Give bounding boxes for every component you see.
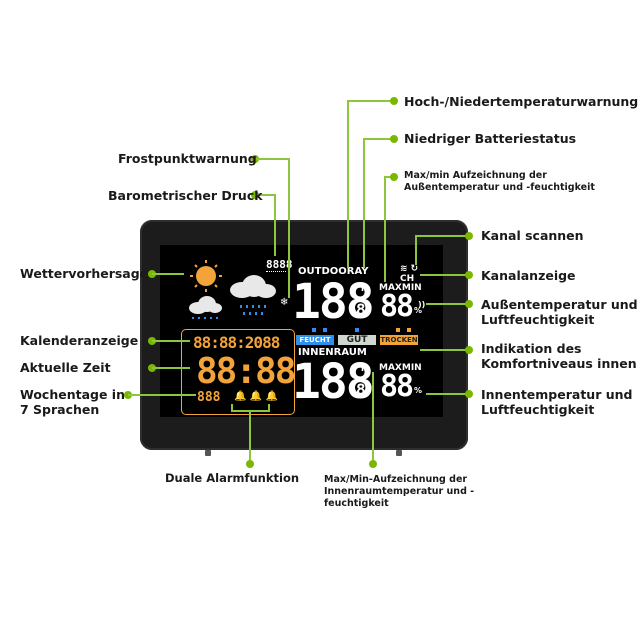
callout-line xyxy=(363,138,392,140)
callout-line xyxy=(268,404,270,412)
comfort-marker xyxy=(396,328,400,332)
comfort-marker xyxy=(355,328,359,332)
sun-icon xyxy=(190,260,222,292)
signal-icon: )) xyxy=(418,300,426,309)
callout-wetter: Wettervorhersage xyxy=(20,266,149,281)
callout-aussen-temp-1: Außentemperatur und xyxy=(481,297,638,312)
cloud-small-icon xyxy=(189,296,222,314)
outdoor-label: OUTDOORAY xyxy=(298,266,369,277)
indoor-hum-unit: % xyxy=(414,386,423,395)
callout-line xyxy=(347,100,392,102)
callout-hoch-nieder: Hoch-/Niedertemperaturwarnung xyxy=(404,94,639,109)
callout-dot xyxy=(246,460,254,468)
callout-line xyxy=(384,176,392,178)
channel-scan-icon: ≋ ↻ xyxy=(400,264,419,274)
callout-dot xyxy=(465,271,473,279)
cloud-icon xyxy=(230,275,276,298)
callout-zeit: Aktuelle Zeit xyxy=(20,360,111,375)
weekday-display: 888 xyxy=(197,390,221,405)
clock-frame xyxy=(181,329,295,415)
callout-kanalanzeige: Kanalanzeige xyxy=(481,268,576,283)
comfort-wet-badge: FEUCHT xyxy=(296,335,334,345)
callout-maxmin-innen-3: feuchtigkeit xyxy=(324,498,389,509)
callout-line xyxy=(249,410,251,462)
alarm-bell-icons: 🔔 🔔 🔔 xyxy=(234,391,279,402)
callout-line xyxy=(420,274,467,276)
rain-icon xyxy=(240,305,266,315)
callout-wochentage-1: Wochentage in xyxy=(20,387,125,402)
callout-line xyxy=(255,194,275,196)
callout-line xyxy=(255,158,289,160)
outdoor-maxmin-label: MAXMIN xyxy=(379,283,422,293)
callout-dot xyxy=(390,97,398,105)
outdoor-temp-decimal: 8 xyxy=(356,300,366,319)
outdoor-humidity: 88 xyxy=(380,289,414,324)
callout-batterie: Niedriger Batteriestatus xyxy=(404,131,577,146)
callout-line xyxy=(347,100,349,268)
indoor-humidity: 88 xyxy=(380,369,414,404)
callout-dot xyxy=(465,390,473,398)
outdoor-temp: 188 xyxy=(292,274,375,330)
indoor-temp-decimal: 8 xyxy=(356,380,366,399)
indoor-label: INNENRAUM xyxy=(298,347,367,358)
pressure-display: 8888 xyxy=(266,258,293,271)
callout-line xyxy=(288,158,290,298)
callout-dot xyxy=(465,300,473,308)
callout-maxmin-innen-1: Max/Min-Aufzeichnung der xyxy=(324,474,468,485)
comfort-marker xyxy=(323,328,327,332)
callout-komfort-1: Indikation des xyxy=(481,341,582,356)
comfort-dry-badge: TROCKEN xyxy=(380,335,418,345)
callout-line xyxy=(128,394,196,396)
channel-indicator: CH xyxy=(400,274,415,284)
callout-line xyxy=(231,404,233,412)
callout-line xyxy=(363,138,365,268)
frost-icon: ❄ xyxy=(280,297,289,308)
device-foot-left xyxy=(205,450,211,456)
callout-dot xyxy=(465,346,473,354)
callout-line xyxy=(415,235,467,237)
time-display: 88:88 xyxy=(196,351,296,392)
callout-dot xyxy=(369,460,377,468)
callout-line xyxy=(152,367,190,369)
indoor-temp-unit: °F xyxy=(357,364,367,373)
callout-kanal-scannen: Kanal scannen xyxy=(481,228,584,243)
comfort-marker xyxy=(312,328,316,332)
callout-kalender: Kalenderanzeige xyxy=(20,333,139,348)
indoor-maxmin-label: MAXMIN xyxy=(379,363,422,373)
outdoor-temp-unit: °F xyxy=(357,284,367,293)
snow-icon xyxy=(192,317,218,319)
callout-komfort-2: Komfortniveaus innen xyxy=(481,356,637,371)
callout-innen-temp-1: Innentemperatur und xyxy=(481,387,633,402)
callout-line xyxy=(152,273,184,275)
callout-line xyxy=(426,303,467,305)
callout-barometrisch: Barometrischer Druck xyxy=(108,188,263,203)
callout-line xyxy=(274,194,276,256)
callout-line xyxy=(426,393,467,395)
weather-forecast-icons xyxy=(189,260,276,319)
callout-dot xyxy=(465,232,473,240)
callout-dot xyxy=(390,135,398,143)
callout-line xyxy=(372,372,374,462)
callout-alarm: Duale Alarmfunktion xyxy=(165,471,300,485)
callout-frostpunkt: Frostpunktwarnung xyxy=(118,151,257,166)
callout-maxmin-aussen-2: Außentemperatur und -feuchtigkeit xyxy=(404,182,595,193)
pressure-graph xyxy=(266,271,286,277)
callout-line xyxy=(420,349,467,351)
callout-line xyxy=(415,235,417,265)
callout-wochentage-2: 7 Sprachen xyxy=(20,402,100,417)
comfort-marker xyxy=(407,328,411,332)
callout-maxmin-aussen-1: Max/min Aufzeichnung der xyxy=(404,170,547,181)
callout-innen-temp-2: Luftfeuchtigkeit xyxy=(481,402,595,417)
device-foot-right xyxy=(396,450,402,456)
callout-aussen-temp-2: Luftfeuchtigkeit xyxy=(481,312,595,327)
callout-line xyxy=(384,176,386,282)
calendar-display: 88:88:2088 xyxy=(193,333,280,352)
callout-line xyxy=(152,340,190,342)
outdoor-hum-unit: % xyxy=(414,306,423,315)
callout-maxmin-innen-2: Innenraumtemperatur und - xyxy=(324,486,475,497)
callout-dot xyxy=(390,173,398,181)
comfort-ok-badge: GUT xyxy=(338,335,376,345)
indoor-temp: 188 xyxy=(292,354,375,410)
